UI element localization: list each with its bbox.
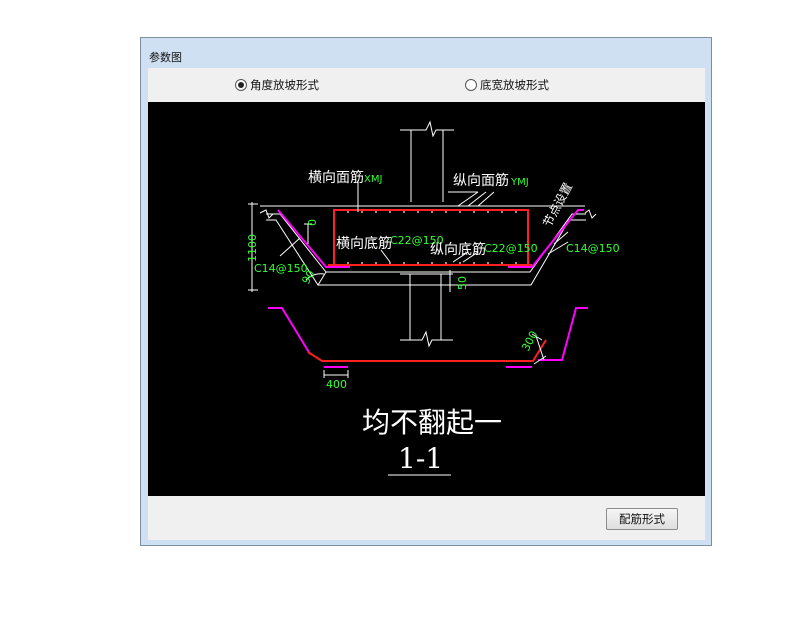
- dim-height: 1100: [246, 234, 259, 262]
- width-slope-option[interactable]: 底宽放坡形式: [465, 77, 549, 93]
- section-drawing: 横向面筋 XMJ 纵向面筋 YMJ 节点设置 横向底筋 C22@150 纵向底筋…: [246, 120, 620, 476]
- dim-angle: 90: [299, 268, 317, 287]
- rebar-cage: [328, 209, 532, 266]
- parameter-diagram-window: 参数图 角度放坡形式 底宽放坡形式: [140, 37, 712, 546]
- rebar-dots: [347, 211, 517, 264]
- leader-lines: [279, 182, 569, 263]
- slope-bars: [277, 209, 584, 268]
- rebar-form-button[interactable]: 配筋形式: [606, 508, 678, 530]
- dim-50: 50: [456, 276, 469, 290]
- label-vertical-bottom-spec: C22@150: [484, 242, 538, 255]
- label-horizontal-top-code: XMJ: [364, 174, 382, 185]
- dialog-client-area: 角度放坡形式 底宽放坡形式: [148, 68, 705, 540]
- section-label: 1-1: [398, 442, 443, 475]
- column-bottom: [400, 273, 453, 348]
- window-title: 参数图: [149, 51, 182, 64]
- drawing-note: 均不翻起一: [362, 406, 502, 439]
- angle-slope-radio[interactable]: [235, 79, 247, 91]
- column-top: [400, 120, 454, 202]
- label-right-slope-spec: C14@150: [566, 242, 620, 255]
- label-horizontal-bottom: 横向底筋: [336, 235, 392, 252]
- label-horizontal-bottom-spec: C22@150: [390, 234, 444, 247]
- detail-dimensions: [248, 202, 547, 378]
- label-node-setting: 节点设置: [540, 180, 575, 229]
- label-vertical-bottom: 纵向底筋: [430, 241, 486, 258]
- width-slope-radio[interactable]: [465, 79, 477, 91]
- title-bar: 参数图: [141, 38, 711, 68]
- label-horizontal-top: 横向面筋: [308, 169, 364, 186]
- width-slope-label: 底宽放坡形式: [480, 78, 549, 92]
- angle-slope-option[interactable]: 角度放坡形式: [235, 77, 319, 93]
- dim-zero: 0: [306, 219, 319, 226]
- label-vertical-top-code: YMJ: [510, 177, 529, 188]
- label-vertical-top: 纵向面筋: [453, 172, 509, 189]
- angle-slope-label: 角度放坡形式: [250, 78, 319, 92]
- label-left-slope-spec: C14@150: [254, 262, 308, 275]
- detail-rebar: [307, 339, 547, 362]
- drawing-canvas: 横向面筋 XMJ 纵向面筋 YMJ 节点设置 横向底筋 C22@150 纵向底筋…: [148, 102, 705, 496]
- break-marks: [259, 209, 597, 219]
- dim-400: 400: [326, 378, 347, 391]
- detail-slope-bars: [268, 307, 588, 368]
